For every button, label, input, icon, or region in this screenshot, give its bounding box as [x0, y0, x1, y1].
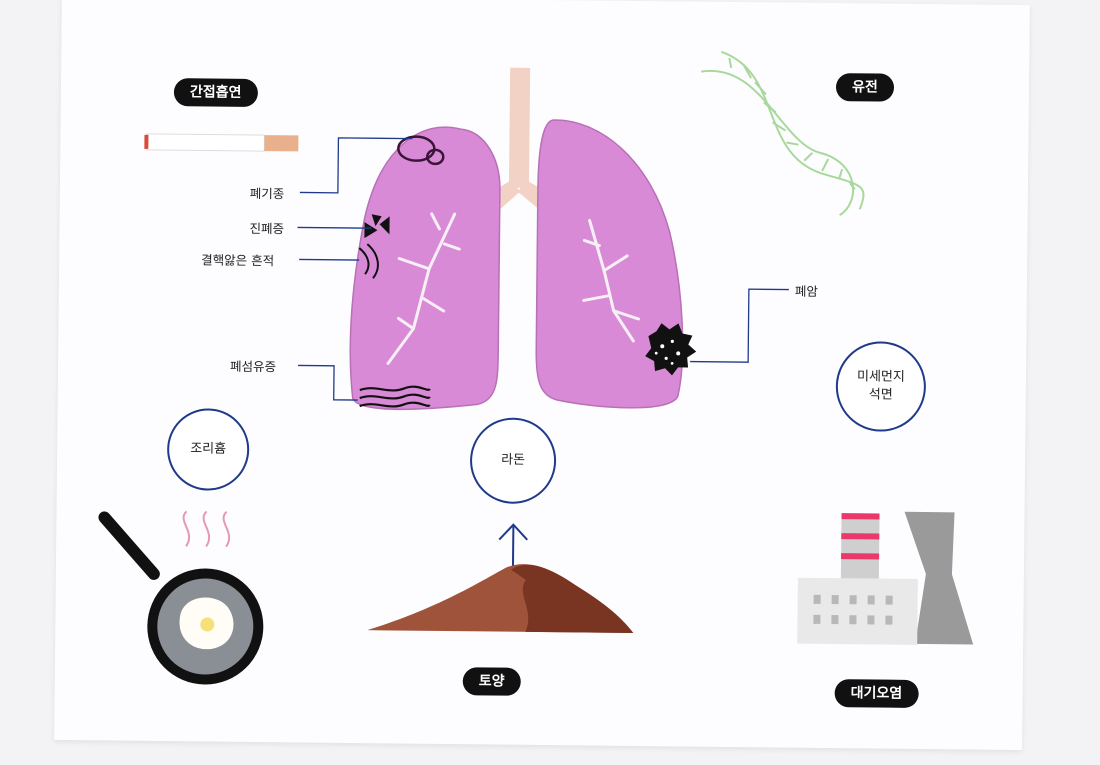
- tuberculosis-scar-label: 결핵앓은 흔적: [201, 252, 275, 269]
- illustration-canvas: [98, 50, 974, 685]
- tuberculosis-scar-mark: [358, 243, 379, 279]
- cooking-fumes-circle: 조리흄: [166, 408, 250, 491]
- soil-mound-icon: [367, 564, 634, 633]
- radon-circle: 라돈: [469, 417, 557, 505]
- pulmonary-fibrosis-label: 폐섬유증: [229, 358, 277, 375]
- secondhand-smoke-pill: 간접흡연: [173, 78, 258, 108]
- leader-lines: [297, 137, 789, 401]
- factory-icon: [797, 511, 974, 645]
- genetics-pill: 유전: [835, 73, 894, 102]
- dna-icon: [701, 50, 865, 216]
- diagram-board: 간접흡연 유전 토양 대기오염 조리흄 라돈 미세먼지 석면 폐기종 진폐증 결…: [54, 0, 1030, 751]
- soil-pill: 토양: [462, 667, 521, 696]
- air-pollution-pill: 대기오염: [834, 679, 919, 708]
- frying-pan-icon: [98, 511, 264, 685]
- pneumoconiosis-label: 진폐증: [249, 220, 285, 237]
- up-arrow-icon: [498, 523, 528, 572]
- fibrosis-mark: [359, 385, 431, 408]
- steam-icon: [182, 510, 231, 548]
- pneumoconiosis-mark: [364, 214, 390, 239]
- asbestos-label: 석면: [868, 387, 893, 403]
- lungs-icon: [349, 67, 697, 410]
- emphysema-label: 폐기종: [249, 185, 285, 202]
- cigarette-icon: [144, 133, 299, 152]
- radon-label: 라돈: [501, 452, 526, 468]
- lung-cancer-label: 폐암: [794, 283, 818, 299]
- tumor-icon: [645, 323, 697, 376]
- cooking-fumes-label: 조리흄: [190, 441, 227, 457]
- fine-dust-label: 미세먼지: [856, 369, 905, 385]
- fine-dust-asbestos-circle: 미세먼지 석면: [835, 341, 927, 433]
